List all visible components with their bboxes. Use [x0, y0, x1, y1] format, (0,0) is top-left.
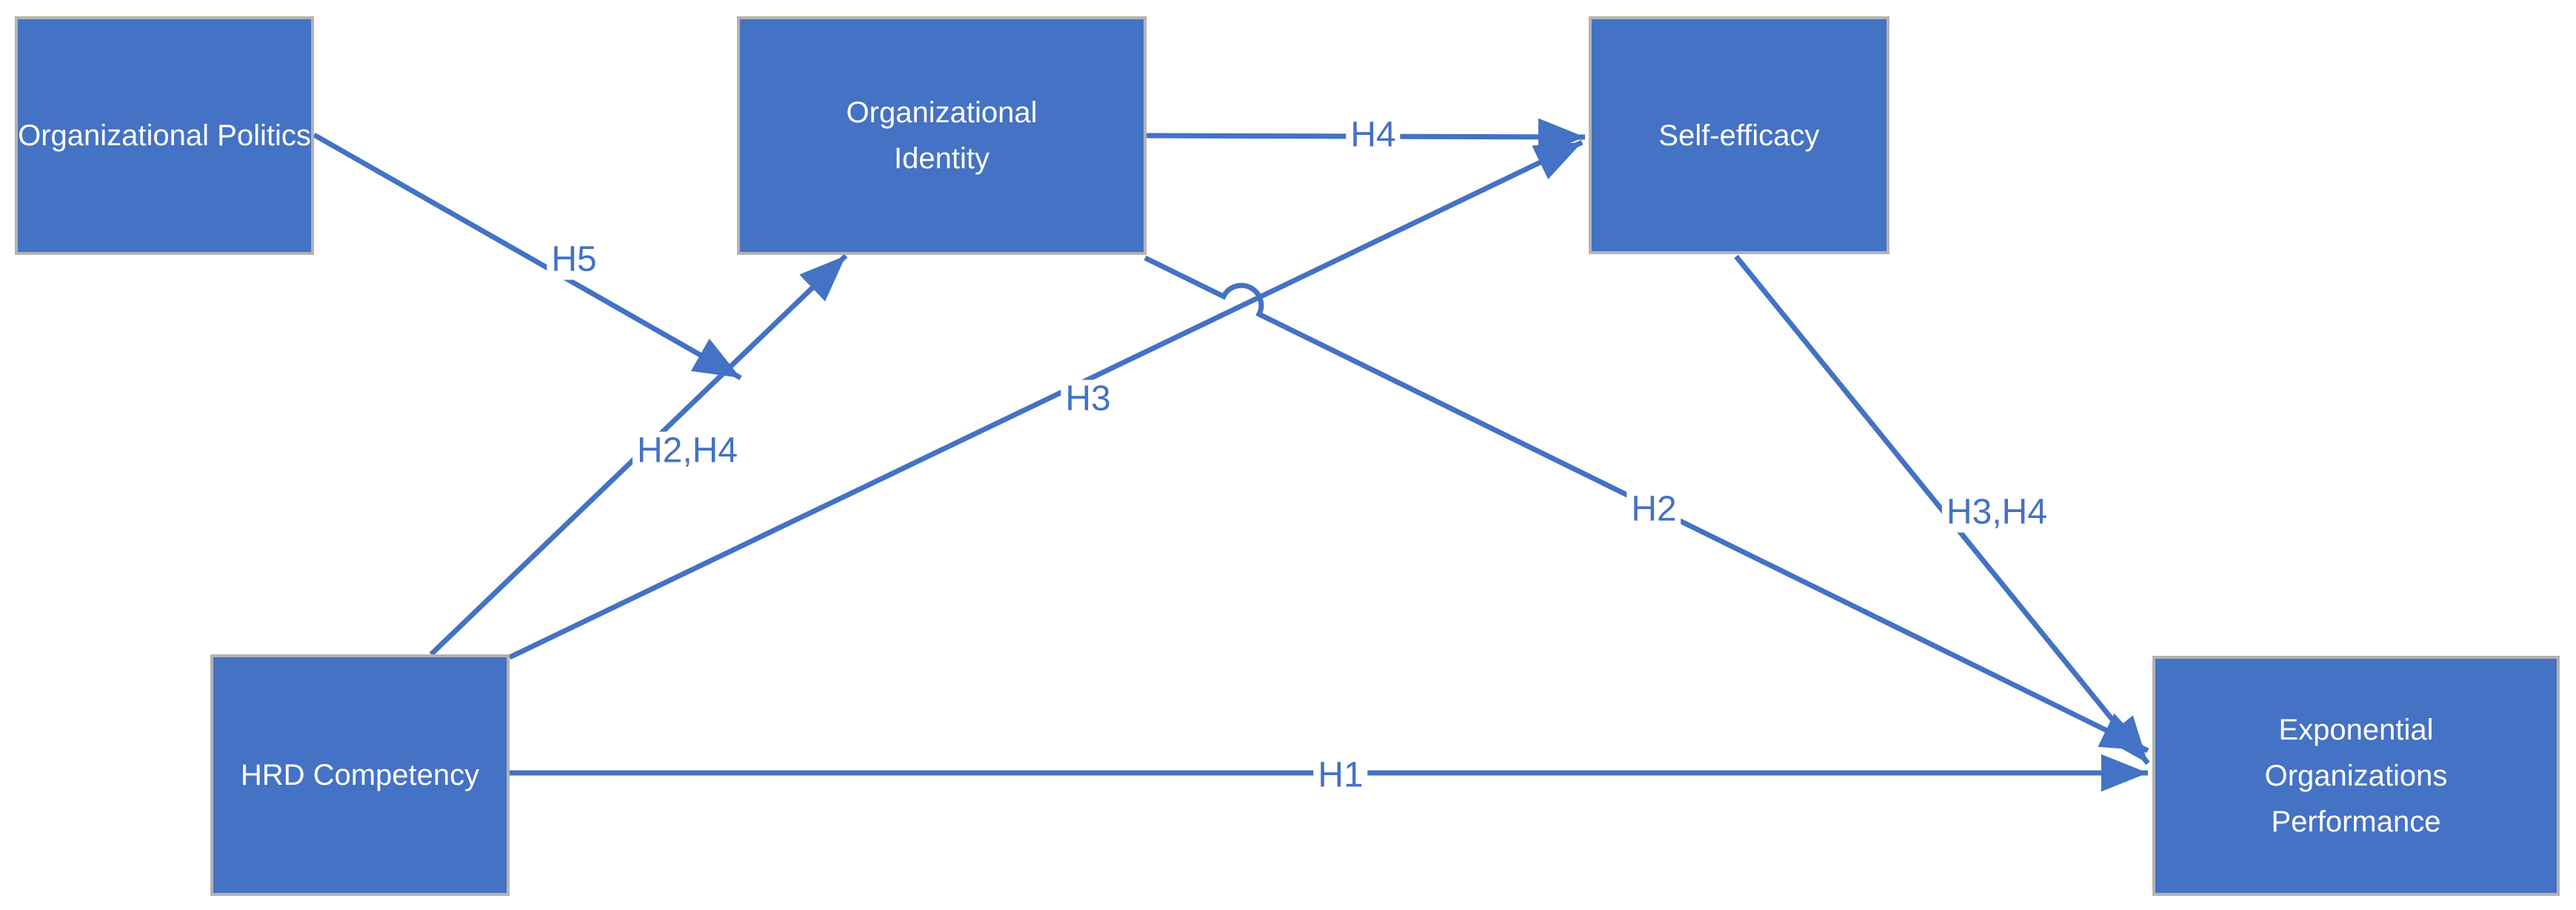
node-organizational-identity[interactable]: Organizational Identity — [737, 16, 1147, 255]
node-label-self-efficacy: Self-efficacy — [1658, 119, 1820, 152]
node-exponential-organizations-performance[interactable]: Exponential Organizations Performance — [2152, 656, 2560, 896]
edge-label-h3h4[interactable]: H3,H4 — [1941, 493, 2052, 533]
node-label-exponential-organizations-performance: Exponential Organizations Performance — [2264, 714, 2448, 838]
arrow-h5[interactable] — [313, 132, 742, 381]
arrow-h2[interactable] — [1144, 255, 2149, 754]
edge-label-h1[interactable]: H1 — [1313, 756, 1368, 796]
edge-label-h4[interactable]: H4 — [1346, 116, 1401, 156]
node-hrd-competency[interactable]: HRD Competency — [210, 654, 510, 896]
edge-label-h2h4[interactable]: H2,H4 — [632, 431, 743, 471]
edge-label-h2[interactable]: H2 — [1626, 490, 1681, 530]
node-organizational-politics[interactable]: Organizational Politics — [15, 16, 314, 255]
node-label-organizational-politics: Organizational Politics — [18, 119, 311, 152]
arrow-h3[interactable] — [508, 139, 1584, 660]
node-self-efficacy[interactable]: Self-efficacy — [1589, 16, 1889, 254]
node-label-hrd-competency: HRD Competency — [240, 759, 480, 791]
node-label-organizational-identity: Organizational Identity — [846, 96, 1038, 175]
edge-label-h5[interactable]: H5 — [547, 240, 601, 280]
edge-label-h3[interactable]: H3 — [1061, 379, 1115, 419]
